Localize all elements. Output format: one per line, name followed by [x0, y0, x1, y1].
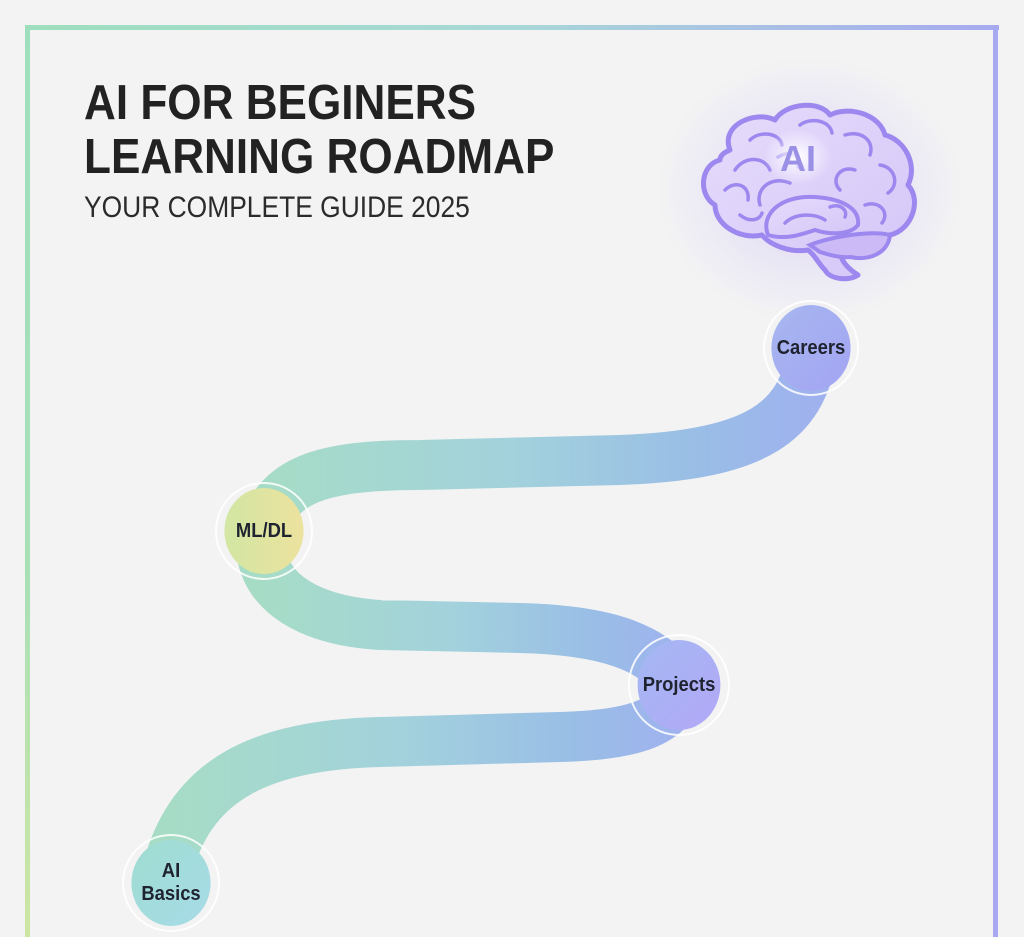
roadmap-stop-ml-dl[interactable]: ML/DL — [224, 488, 304, 574]
frame-border-right — [993, 25, 998, 937]
careers-label: Careers — [776, 336, 846, 359]
subtitle: YOUR COMPLETE GUIDE 2025 — [84, 191, 470, 224]
projects-label: Projects — [642, 673, 716, 696]
ai-basics-node-ring — [122, 834, 220, 932]
projects-node-ring — [628, 634, 730, 736]
careers-node-ring — [763, 300, 859, 396]
roadmap-stop-projects[interactable]: Projects — [637, 640, 721, 730]
frame-border-top — [25, 25, 999, 30]
ai-basics-label-line1: AI — [161, 860, 181, 882]
ai-basics-label-line2: Basics — [141, 883, 201, 905]
title-line-1: AI FOR BEGINERS — [84, 76, 477, 130]
brain-icon: AI — [701, 102, 917, 282]
mldl-label: ML/DL — [235, 519, 293, 542]
title-line-2: LEARNING ROADMAP — [84, 130, 555, 184]
roadmap-stop-careers[interactable]: Careers — [771, 305, 851, 391]
mldl-node-ring — [215, 482, 313, 580]
title-block: AI FOR BEGINERS LEARNING ROADMAP YOUR CO… — [84, 76, 607, 226]
frame-border-left — [25, 25, 30, 937]
brain-ai-label: AI — [780, 138, 816, 179]
roadmap-stop-ai-basics[interactable]: AI Basics — [131, 840, 211, 926]
